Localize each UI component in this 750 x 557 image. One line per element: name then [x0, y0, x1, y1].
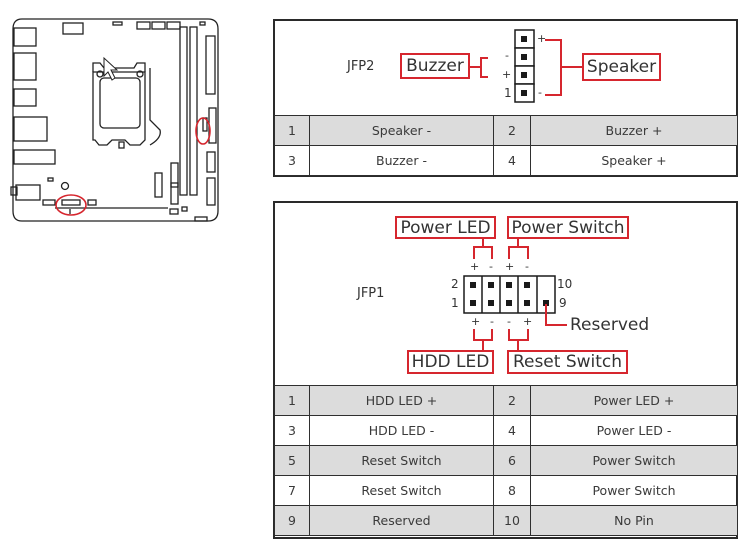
- jfp1-top-sign: +: [470, 260, 480, 273]
- jfp1-pin-table: 1 HDD LED + 2 Power LED + 3 HDD LED - 4 …: [274, 385, 738, 536]
- pin-number: 2: [493, 115, 531, 146]
- buzzer-label: Buzzer: [400, 53, 470, 79]
- pin-number: 10: [493, 505, 531, 536]
- io-port: [13, 116, 48, 142]
- jfp1-pin-9: [543, 300, 549, 306]
- pin-number: 2: [493, 385, 531, 416]
- jfp2-title: JFP2: [347, 59, 375, 74]
- table-row: 7 Reset Switch 8 Power Switch: [274, 475, 738, 506]
- jfp1-bottom-sign: +: [523, 315, 533, 328]
- pin-number: 9: [274, 505, 310, 536]
- jfp1-top-sign: +: [505, 260, 515, 273]
- pointer-arrow-icon: [103, 56, 119, 81]
- jfp2-highlight: [195, 117, 211, 145]
- io-port: [15, 184, 41, 201]
- board-outline: [12, 18, 219, 222]
- pin-definition: Power LED +: [530, 385, 738, 416]
- pin-definition: Reset Switch: [309, 445, 494, 476]
- hdd-led-label: HDD LED: [407, 350, 494, 374]
- pin-number: 3: [274, 415, 310, 446]
- table-row: 3 HDD LED - 4 Power LED -: [274, 415, 738, 446]
- table-row: 1 Speaker - 2 Buzzer +: [274, 115, 738, 146]
- pin-number: 6: [493, 445, 531, 476]
- table-row: 5 Reset Switch 6 Power Switch: [274, 445, 738, 476]
- jfp1-pin-number-9: 9: [559, 296, 567, 310]
- jfp1-pin-1: [470, 300, 476, 306]
- jfp1-pin-number-1: 1: [451, 296, 459, 310]
- pin-definition: Power Switch: [530, 445, 738, 476]
- pin-definition: Speaker -: [309, 115, 494, 146]
- jfp2-pin-number-1: 1: [504, 86, 512, 100]
- reserved-label: Reserved: [570, 315, 650, 335]
- io-port: [13, 27, 37, 47]
- pin-number: 8: [493, 475, 531, 506]
- jfp2-sign-minus: -: [505, 49, 509, 62]
- io-port: [13, 52, 37, 81]
- cpu-socket: [92, 71, 146, 146]
- speaker-label: Speaker: [582, 53, 661, 81]
- speaker-bracket: [545, 39, 582, 96]
- pin-definition: Power LED -: [530, 415, 738, 446]
- hdd-led-bracket: [473, 329, 493, 350]
- jfp2-sign-plus: +: [502, 68, 512, 81]
- pin-definition: Reset Switch: [309, 475, 494, 506]
- motherboard-diagram: [10, 18, 219, 222]
- pin-number: 5: [274, 445, 310, 476]
- reset-switch-bracket: [508, 329, 529, 350]
- jfp1-pin-8: [524, 282, 530, 288]
- jfp1-title: JFP1: [357, 286, 385, 301]
- jfp1-pin-number-2: 2: [451, 277, 459, 291]
- pin-definition: Speaker +: [530, 145, 738, 176]
- jfp1-pin-2: [470, 282, 476, 288]
- io-port: [13, 149, 56, 165]
- io-port: [13, 88, 37, 107]
- jfp1-bottom-sign: -: [507, 315, 511, 328]
- jfp1-bottom-sign: -: [490, 315, 494, 328]
- pin-definition: Buzzer +: [530, 115, 738, 146]
- jfp1-pin-number-10: 10: [557, 277, 573, 291]
- power-switch-label: Power Switch: [507, 216, 629, 239]
- power-led-bracket: [473, 239, 493, 259]
- pin-definition: HDD LED +: [309, 385, 494, 416]
- pin-definition: HDD LED -: [309, 415, 494, 446]
- pin-definition: No Pin: [530, 505, 738, 536]
- dimm-slot: [179, 26, 188, 196]
- power-led-label: Power LED: [395, 216, 496, 239]
- pin-definition: Power Switch: [530, 475, 738, 506]
- pin-number: 4: [493, 415, 531, 446]
- dimm-slot: [189, 26, 198, 196]
- table-row: 3 Buzzer - 4 Speaker +: [274, 145, 738, 176]
- jfp2-sign-plus-top: +: [537, 32, 547, 45]
- jfp1-pin-5: [506, 300, 512, 306]
- jfp1-pin-4: [488, 282, 494, 288]
- io-port: [10, 186, 18, 196]
- pin-number: 3: [274, 145, 310, 176]
- pin-number: 7: [274, 475, 310, 506]
- reset-switch-label: Reset Switch: [507, 350, 628, 374]
- jfp1-highlight: [55, 194, 87, 216]
- table-row: 1 HDD LED + 2 Power LED +: [274, 385, 738, 416]
- pin-number: 1: [274, 385, 310, 416]
- jfp1-pin-7: [524, 300, 530, 306]
- buzzer-bracket: [470, 57, 488, 78]
- reserved-leader: [545, 304, 567, 326]
- jfp1-pin-6: [506, 282, 512, 288]
- jfp1-bottom-sign: +: [471, 315, 481, 328]
- jfp1-pin-3: [488, 300, 494, 306]
- jfp1-top-sign: -: [489, 260, 493, 273]
- pin-definition: Reserved: [309, 505, 494, 536]
- jfp2-sign-minus-bottom: -: [538, 86, 542, 99]
- power-switch-bracket: [508, 239, 529, 259]
- pin-number: 1: [274, 115, 310, 146]
- table-row: 9 Reserved 10 No Pin: [274, 505, 738, 536]
- jfp1-top-sign: -: [525, 260, 529, 273]
- jfp2-pin-table: 1 Speaker - 2 Buzzer + 3 Buzzer - 4 Spea…: [274, 115, 738, 176]
